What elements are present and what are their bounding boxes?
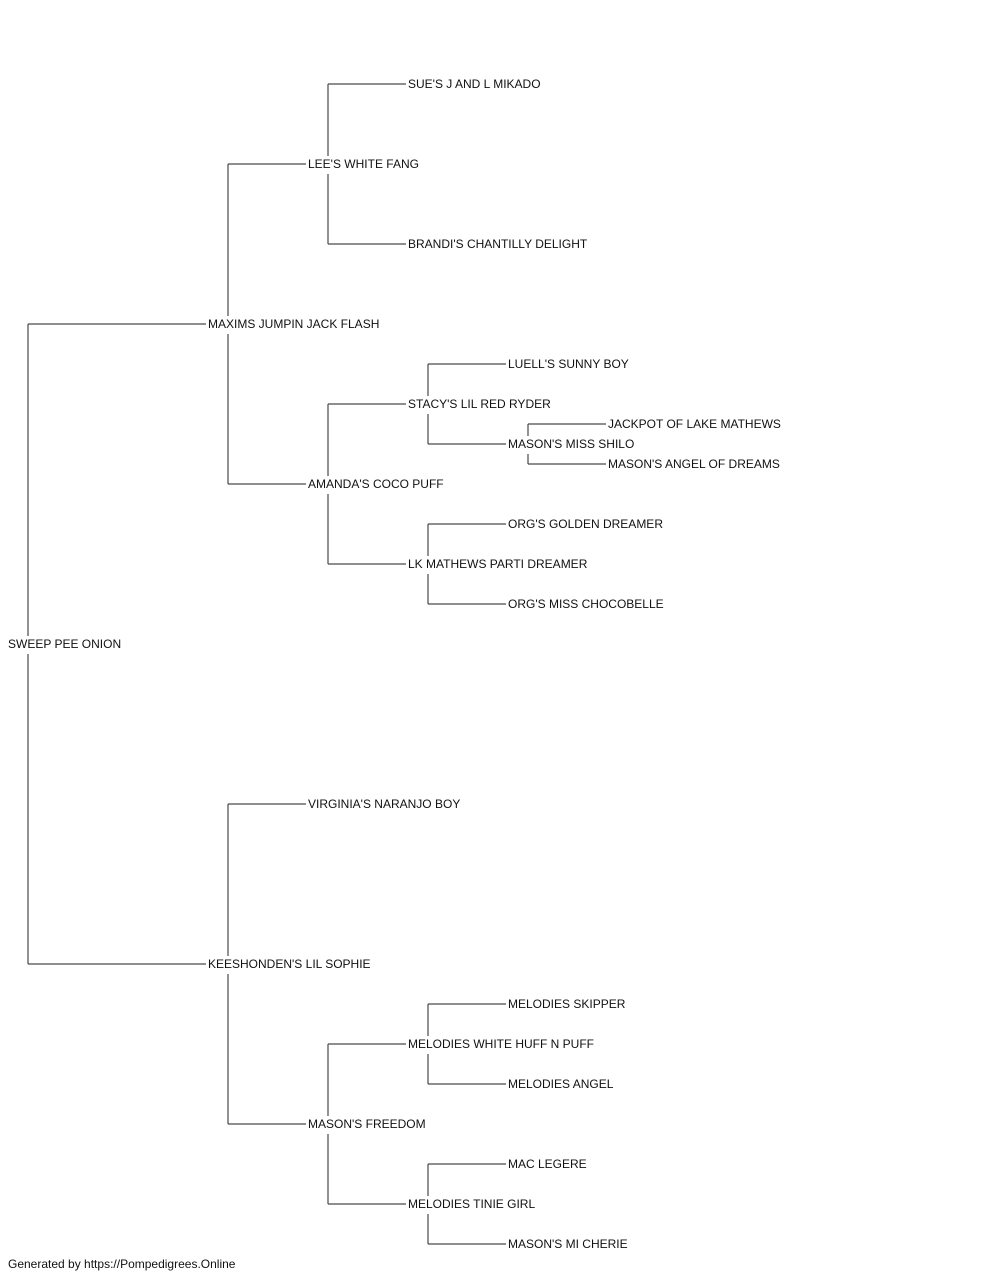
pedigree-node-name: MELODIES ANGEL (508, 1077, 614, 1091)
pedigree-node-name: KEESHONDEN'S LIL SOPHIE (208, 957, 371, 971)
footer-credit: Generated by https://Pompedigrees.Online (8, 1257, 236, 1271)
pedigree-node-name: AMANDA'S COCO PUFF (308, 477, 444, 491)
pedigree-node-name: MELODIES SKIPPER (508, 997, 626, 1011)
pedigree-node-name: MASON'S MI CHERIE (508, 1237, 628, 1251)
pedigree-node-name: LK MATHEWS PARTI DREAMER (408, 557, 588, 571)
pedigree-node-name: STACY'S LIL RED RYDER (408, 397, 551, 411)
pedigree-subject-name: SWEEP PEE ONION (8, 637, 121, 651)
pedigree-node-name: MAXIMS JUMPIN JACK FLASH (208, 317, 379, 331)
pedigree-node-name: SUE'S J AND L MIKADO (408, 77, 541, 91)
pedigree-node-name: MASON'S FREEDOM (308, 1117, 426, 1131)
pedigree-node-name: JACKPOT OF LAKE MATHEWS (608, 417, 781, 431)
pedigree-node-name: MAC LEGERE (508, 1157, 587, 1171)
pedigree-node-name: ORG'S GOLDEN DREAMER (508, 517, 663, 531)
pedigree-node-name: BRANDI'S CHANTILLY DELIGHT (408, 237, 588, 251)
pedigree-node-name: MELODIES TINIE GIRL (408, 1197, 535, 1211)
pedigree-node-name: MASON'S MISS SHILO (508, 437, 634, 451)
pedigree-node-name: MELODIES WHITE HUFF N PUFF (408, 1037, 594, 1051)
pedigree-node-name: LUELL'S SUNNY BOY (508, 357, 629, 371)
pedigree-node-name: ORG'S MISS CHOCOBELLE (508, 597, 664, 611)
pedigree-node-name: LEE'S WHITE FANG (308, 157, 419, 171)
pedigree-node-name: VIRGINIA'S NARANJO BOY (308, 797, 460, 811)
pedigree-node-name: MASON'S ANGEL OF DREAMS (608, 457, 780, 471)
